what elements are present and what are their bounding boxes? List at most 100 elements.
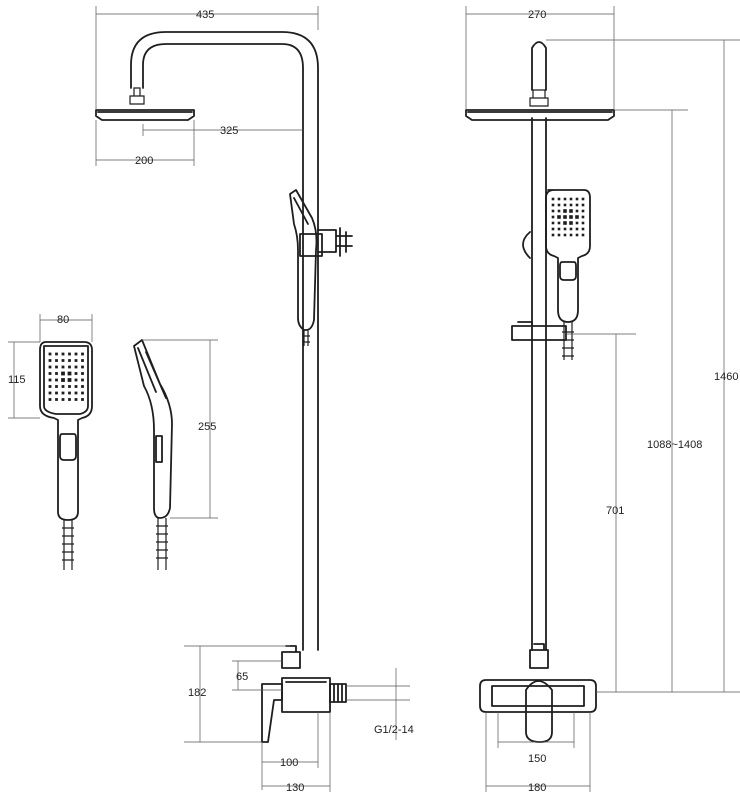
front-hand-shower	[545, 189, 591, 323]
front-diverter	[529, 643, 549, 669]
spray-nozzle	[74, 378, 78, 382]
hand-face-height-label: 115	[8, 374, 26, 386]
spray-nozzle	[557, 227, 561, 231]
spray-nozzle	[68, 352, 71, 356]
front-slide-holder	[511, 321, 567, 341]
detail-hose-front	[62, 520, 74, 570]
detail-side-button	[155, 435, 163, 463]
dim-line-holder-height	[566, 333, 636, 692]
dim-line-outlet-offset	[232, 660, 282, 691]
spray-nozzle	[569, 233, 573, 237]
hand-length-label: 255	[198, 421, 216, 433]
spray-nozzle	[74, 359, 78, 362]
spray-nozzle	[48, 372, 52, 375]
spray-nozzle	[68, 359, 71, 362]
spray-nozzle	[81, 372, 84, 375]
head-width-label: 200	[135, 155, 153, 167]
spray-nozzle	[551, 233, 555, 237]
spray-nozzle	[55, 385, 58, 388]
side-slider-holder	[299, 233, 323, 257]
hand-shower-detail: 80 115 255	[8, 314, 218, 570]
mixer-width-label: 180	[528, 782, 546, 794]
spray-nozzle	[81, 365, 84, 369]
dim-line-hand-width	[39, 314, 93, 342]
dim-line-mixer-body	[261, 712, 319, 790]
front-overhead-head	[465, 109, 615, 121]
spray-nozzle	[61, 352, 65, 356]
spray-nozzle	[68, 391, 71, 395]
spray-nozzle	[55, 378, 58, 382]
spray-nozzle	[557, 203, 561, 207]
front-head-width-label: 270	[528, 9, 546, 21]
front-hand-button	[559, 261, 577, 281]
spray-nozzle	[563, 203, 567, 207]
spray-nozzle	[61, 391, 65, 395]
spray-nozzle	[581, 221, 585, 225]
mixer-body-label: 100	[280, 757, 298, 769]
spray-nozzle	[74, 391, 78, 395]
thread-label: G1/2-14	[374, 724, 414, 736]
dim-line-adjustable-height	[614, 109, 688, 692]
side-diverter	[281, 645, 301, 669]
dim-line-arm-reach	[142, 124, 303, 136]
side-riser-pipe	[130, 31, 319, 651]
outlet-offset-label: 65	[236, 671, 248, 683]
spray-nozzle	[81, 391, 84, 395]
side-mixer-body	[281, 677, 331, 713]
spray-nozzle	[575, 221, 579, 225]
mixer-height-label: 182	[188, 687, 206, 699]
spray-nozzle	[48, 378, 52, 382]
side-hose-top	[302, 330, 310, 346]
spray-nozzle	[55, 365, 58, 369]
spray-nozzle	[557, 233, 561, 237]
front-arm-top	[531, 41, 547, 91]
spray-nozzle	[55, 352, 58, 356]
spray-nozzle	[551, 227, 555, 231]
dim-line-hand-length	[142, 339, 218, 519]
spray-nozzle	[575, 197, 579, 201]
spray-nozzle	[563, 215, 567, 219]
spray-nozzle	[61, 359, 65, 362]
spray-nozzle	[55, 372, 58, 375]
dim-line-mixer-width	[485, 712, 591, 792]
dim-line-thread	[346, 668, 410, 740]
spray-nozzle	[48, 385, 52, 388]
front-view: 270 1460 1088~1408 701 150 180	[465, 6, 740, 794]
spray-nozzle	[81, 359, 84, 362]
spray-nozzle	[74, 372, 78, 375]
spray-nozzle	[563, 197, 567, 201]
spray-nozzle	[551, 197, 555, 201]
spray-nozzle	[557, 215, 561, 219]
side-hand-shower	[289, 189, 318, 331]
dim-line-center-distance	[497, 712, 575, 748]
spray-nozzle	[569, 215, 573, 219]
spray-nozzle	[48, 391, 52, 395]
spray-nozzle	[68, 398, 71, 401]
detail-hose-side	[156, 518, 168, 570]
dim-line-overall-width	[95, 6, 319, 110]
spray-nozzle	[575, 209, 579, 213]
arm-reach-label: 325	[220, 125, 238, 137]
spray-nozzle	[551, 203, 555, 207]
spray-nozzle	[581, 203, 585, 207]
spray-nozzle	[569, 197, 573, 201]
spray-nozzle	[61, 398, 65, 401]
spray-nozzle	[61, 378, 65, 382]
spray-nozzle	[61, 365, 65, 369]
side-wall-bracket	[317, 227, 353, 257]
dim-line-mixer-depth	[262, 712, 331, 792]
center-distance-label: 150	[528, 753, 546, 765]
side-view: 435 325 200 182 65 G1/2-14 100 130	[95, 6, 414, 794]
spray-nozzle	[551, 221, 555, 225]
detail-hand-side	[133, 339, 173, 519]
spray-nozzle	[48, 365, 52, 369]
spray-nozzle	[575, 233, 579, 237]
dim-line-hand-face-height	[8, 341, 40, 419]
spray-nozzle	[81, 352, 84, 356]
spray-nozzle	[563, 227, 567, 231]
spray-nozzle	[575, 227, 579, 231]
spray-nozzle	[81, 385, 84, 388]
spray-nozzle	[557, 197, 561, 201]
spray-nozzle	[67, 371, 72, 376]
spray-nozzle	[81, 378, 84, 382]
